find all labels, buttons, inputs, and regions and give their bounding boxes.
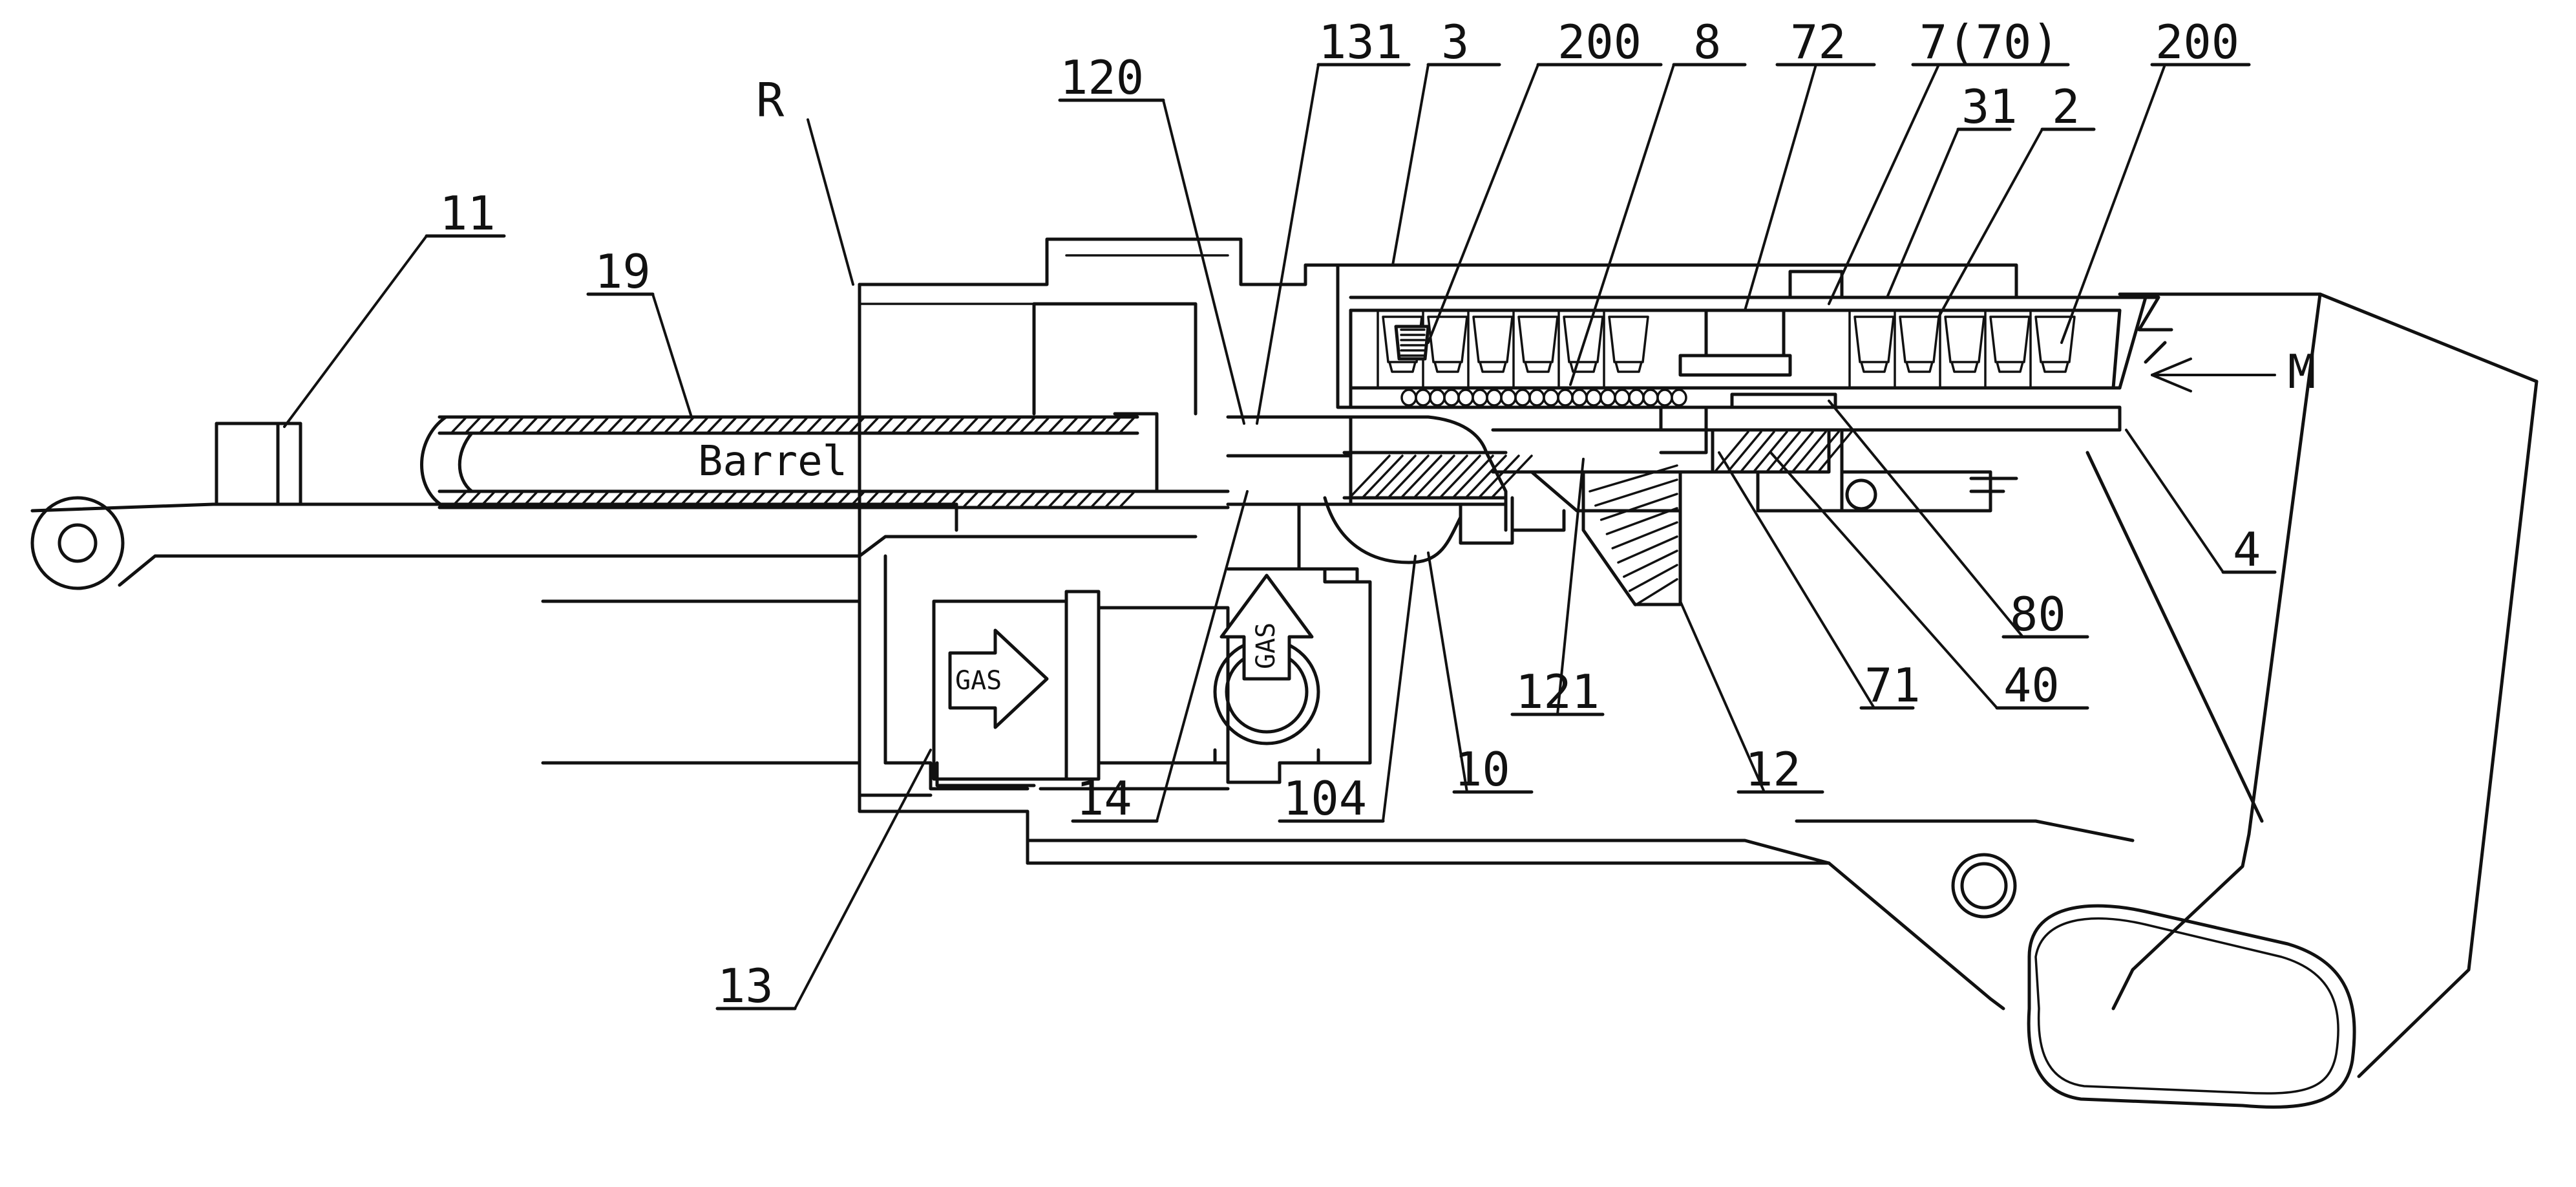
label-2: 2 [2052,80,2080,134]
label-104: 104 [1283,771,1367,826]
leaders [284,65,2275,1009]
pivot-pin [1953,855,2015,917]
label-131: 131 [1318,15,1402,69]
barrel-label: Barrel [698,438,847,486]
label-200-right: 200 [2155,15,2239,69]
label-8: 8 [1693,15,1721,69]
front-sight [216,423,301,504]
gas-port-label: GAS [1251,623,1281,669]
stock-outline [1028,294,2537,1076]
label-200-left: 200 [1557,15,1642,69]
trigger-guard [2029,906,2354,1107]
label-11: 11 [439,186,496,241]
bolt-region [1115,394,2120,605]
magazine-assembly [1338,265,2171,430]
label-19: 19 [595,244,651,299]
label-M: M [2288,345,2316,399]
label-10: 10 [1454,742,1510,797]
label-R: R [756,73,785,127]
gas-arrow-label: GAS [955,666,1002,696]
muzzle-ring [32,498,860,588]
lower-rod [213,504,1196,763]
label-7-70: 7(70) [1919,15,2060,69]
label-13: 13 [717,959,774,1013]
label-14: 14 [1076,771,1132,826]
label-72: 72 [1790,15,1846,69]
label-121: 121 [1515,665,1599,719]
label-4: 4 [2233,522,2261,577]
label-3: 3 [1441,15,1469,69]
label-40: 40 [2003,658,2060,712]
label-12: 12 [1745,742,1801,797]
label-31: 31 [1961,80,2018,134]
label-120: 120 [1060,50,1144,105]
label-80: 80 [2010,587,2066,641]
label-71: 71 [1864,658,1921,712]
gas-port: GAS [1215,575,1318,763]
